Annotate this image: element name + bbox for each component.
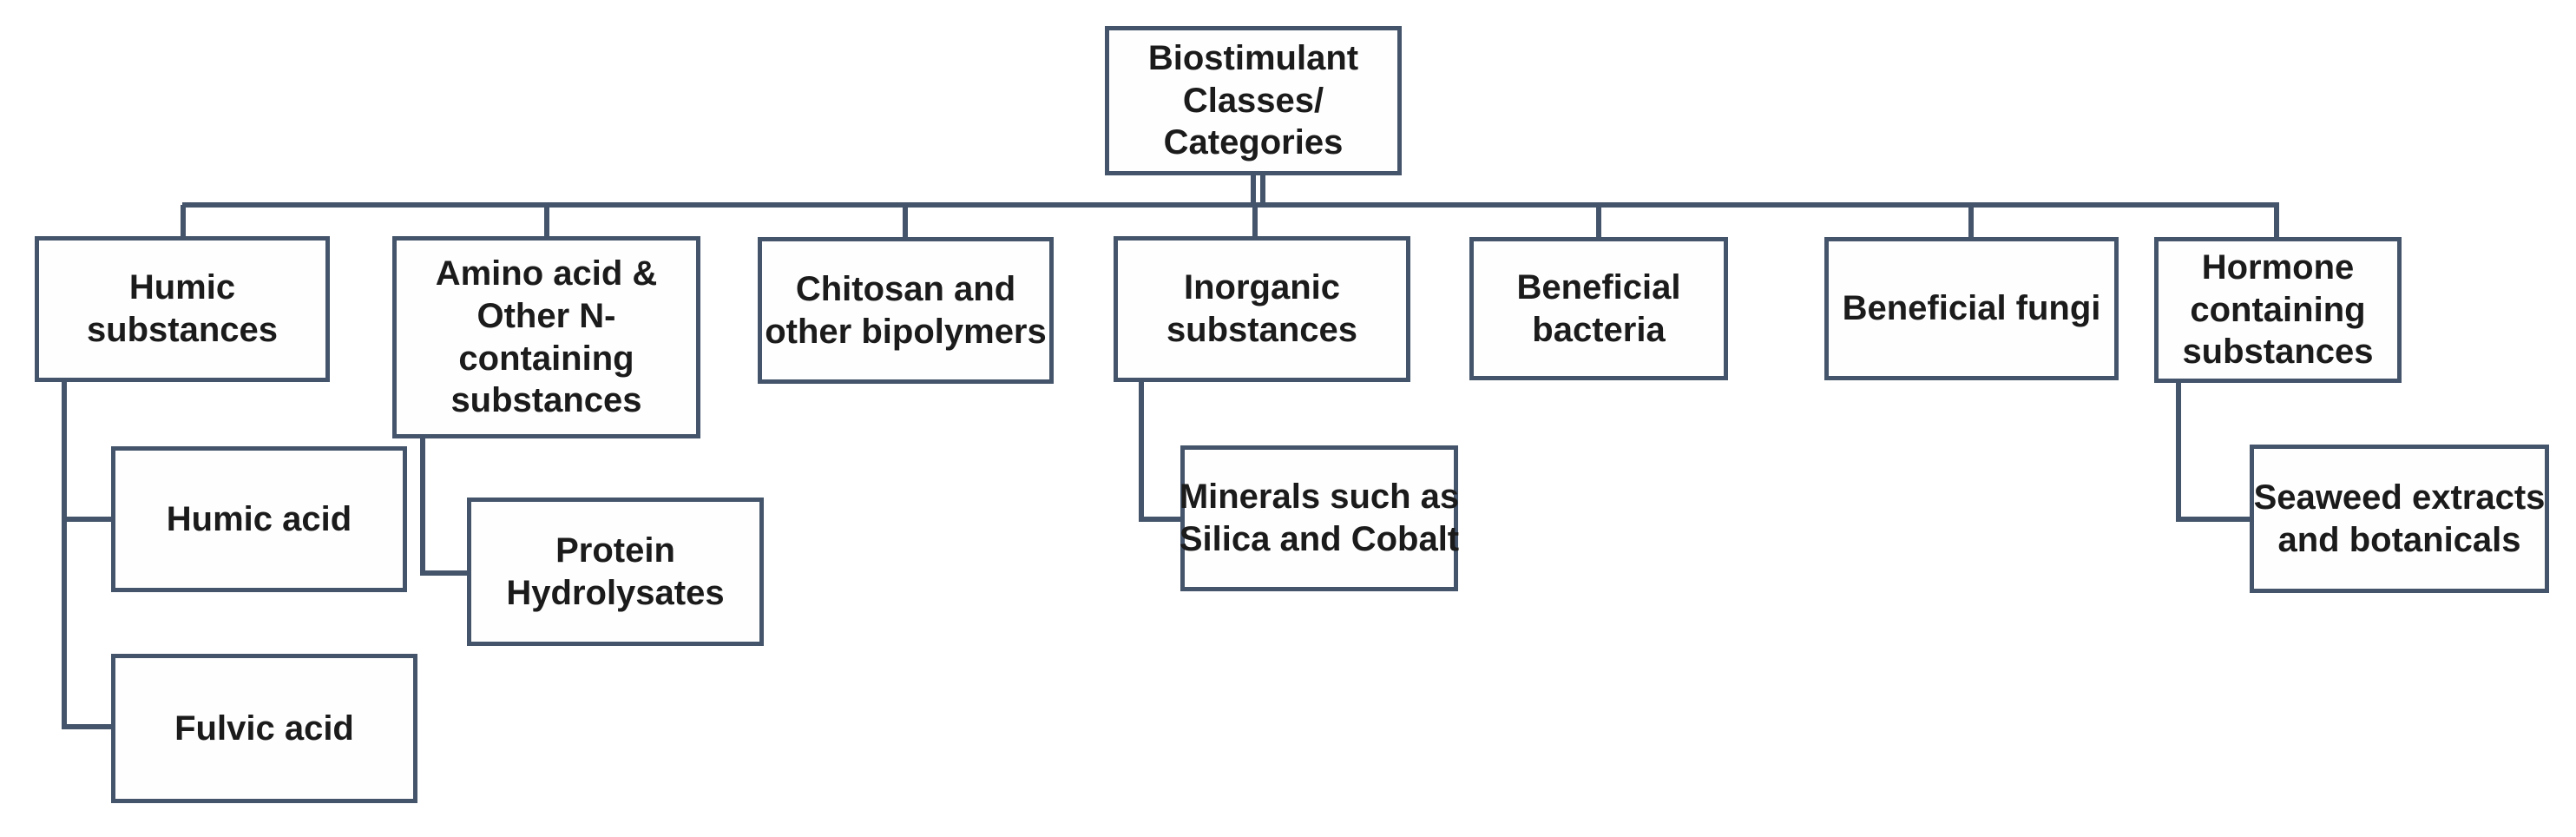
node-humic-substances: Humic substances <box>35 236 330 382</box>
connector-horizontal-bus <box>182 202 2279 208</box>
connector-drop-chitosan <box>903 205 908 241</box>
connector-drop-amino-acid <box>544 205 549 240</box>
connector-inorganic-branch-trunk <box>1139 380 1144 522</box>
connector-elbow-minerals <box>1139 517 1184 522</box>
connector-drop-beneficial-bacteria <box>1596 205 1601 241</box>
node-biostimulant-classes-root: Biostimulant Classes/ Categories <box>1105 26 1402 175</box>
connector-drop-beneficial-fungi <box>1968 205 1974 241</box>
connector-elbow-humic-acid <box>62 517 114 522</box>
connector-drop-humic-substances <box>181 205 186 240</box>
connector-root-stub-left <box>1251 174 1256 205</box>
connector-drop-inorganic <box>1252 205 1258 240</box>
node-inorganic-substances: Inorganic substances <box>1114 236 1410 382</box>
node-humic-acid: Humic acid <box>111 446 407 592</box>
connector-elbow-protein-hydrolysates <box>420 570 470 576</box>
node-hormone-containing-substances: Hormone containing substances <box>2154 237 2402 383</box>
connector-amino-branch-trunk <box>420 437 425 576</box>
node-beneficial-bacteria: Beneficial bacteria <box>1469 237 1728 380</box>
node-fulvic-acid: Fulvic acid <box>111 654 417 803</box>
connector-hormone-branch-trunk <box>2176 381 2181 522</box>
node-minerals-silica-cobalt: Minerals such as Silica and Cobalt <box>1180 445 1459 591</box>
node-seaweed-extracts-botanicals: Seaweed extracts and botanicals <box>2250 445 2549 593</box>
connector-root-stub-right <box>1260 174 1265 205</box>
node-chitosan-bipolymers: Chitosan and other bipolymers <box>758 237 1054 384</box>
node-amino-acid-n-containing: Amino acid & Other N- containing substan… <box>392 236 700 438</box>
node-beneficial-fungi: Beneficial fungi <box>1824 237 2119 380</box>
connector-humic-branch-trunk <box>62 380 67 729</box>
connector-elbow-fulvic-acid <box>62 724 114 729</box>
node-protein-hydrolysates: Protein Hydrolysates <box>467 498 764 646</box>
connector-drop-hormone <box>2274 205 2279 241</box>
connector-elbow-seaweed-extracts <box>2176 517 2254 522</box>
